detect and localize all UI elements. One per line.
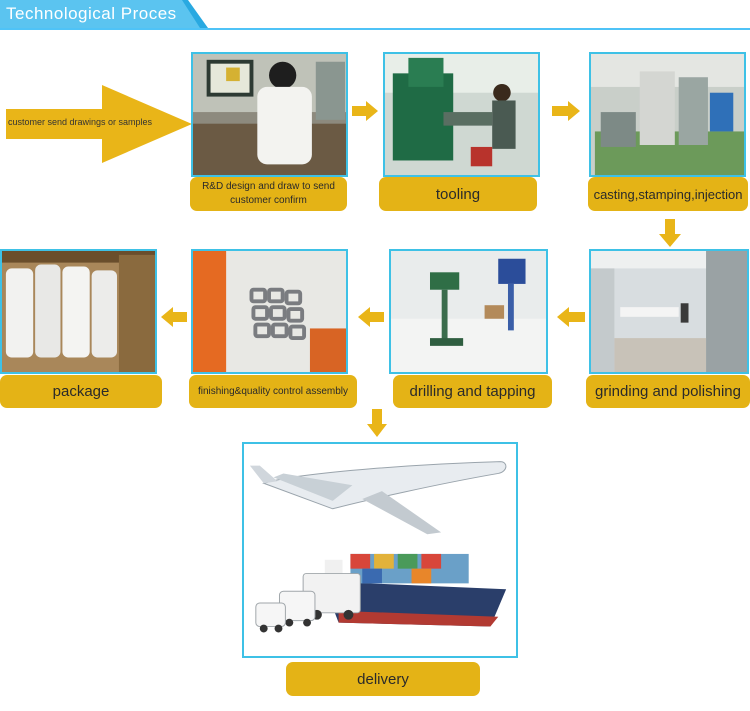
finishing-photo xyxy=(191,249,348,374)
package-photo xyxy=(0,249,157,374)
arrow-down-2 xyxy=(367,409,387,437)
header-tab-inner xyxy=(0,0,200,28)
tooling-caption: tooling xyxy=(379,177,537,211)
arrow-down-1 xyxy=(659,219,681,247)
casting-caption: casting,stamping,injection xyxy=(588,177,748,211)
delivery-caption: delivery xyxy=(286,662,480,696)
arrow-left-3 xyxy=(161,307,187,327)
customer-step-label: customer send drawings or samples xyxy=(8,117,153,127)
rd-design-photo xyxy=(191,52,348,177)
grinding-photo xyxy=(589,249,749,374)
header-rule xyxy=(0,28,750,30)
drilling-photo xyxy=(389,249,548,374)
package-caption: package xyxy=(0,375,162,408)
grinding-caption: grinding and polishing xyxy=(586,375,750,408)
customer-arrow xyxy=(6,85,192,163)
delivery-photo xyxy=(242,442,518,658)
page-title: Technological Proces xyxy=(6,4,177,23)
casting-photo xyxy=(589,52,746,177)
arrow-right-2 xyxy=(552,101,580,121)
rd-caption: R&D design and draw to send customer con… xyxy=(190,177,347,211)
arrow-right-1 xyxy=(352,101,378,121)
finishing-caption: finishing&quality control assembly xyxy=(189,375,357,408)
tooling-photo xyxy=(383,52,540,177)
arrow-left-2 xyxy=(358,307,384,327)
drilling-caption: drilling and tapping xyxy=(393,375,552,408)
arrow-left-1 xyxy=(557,307,585,327)
